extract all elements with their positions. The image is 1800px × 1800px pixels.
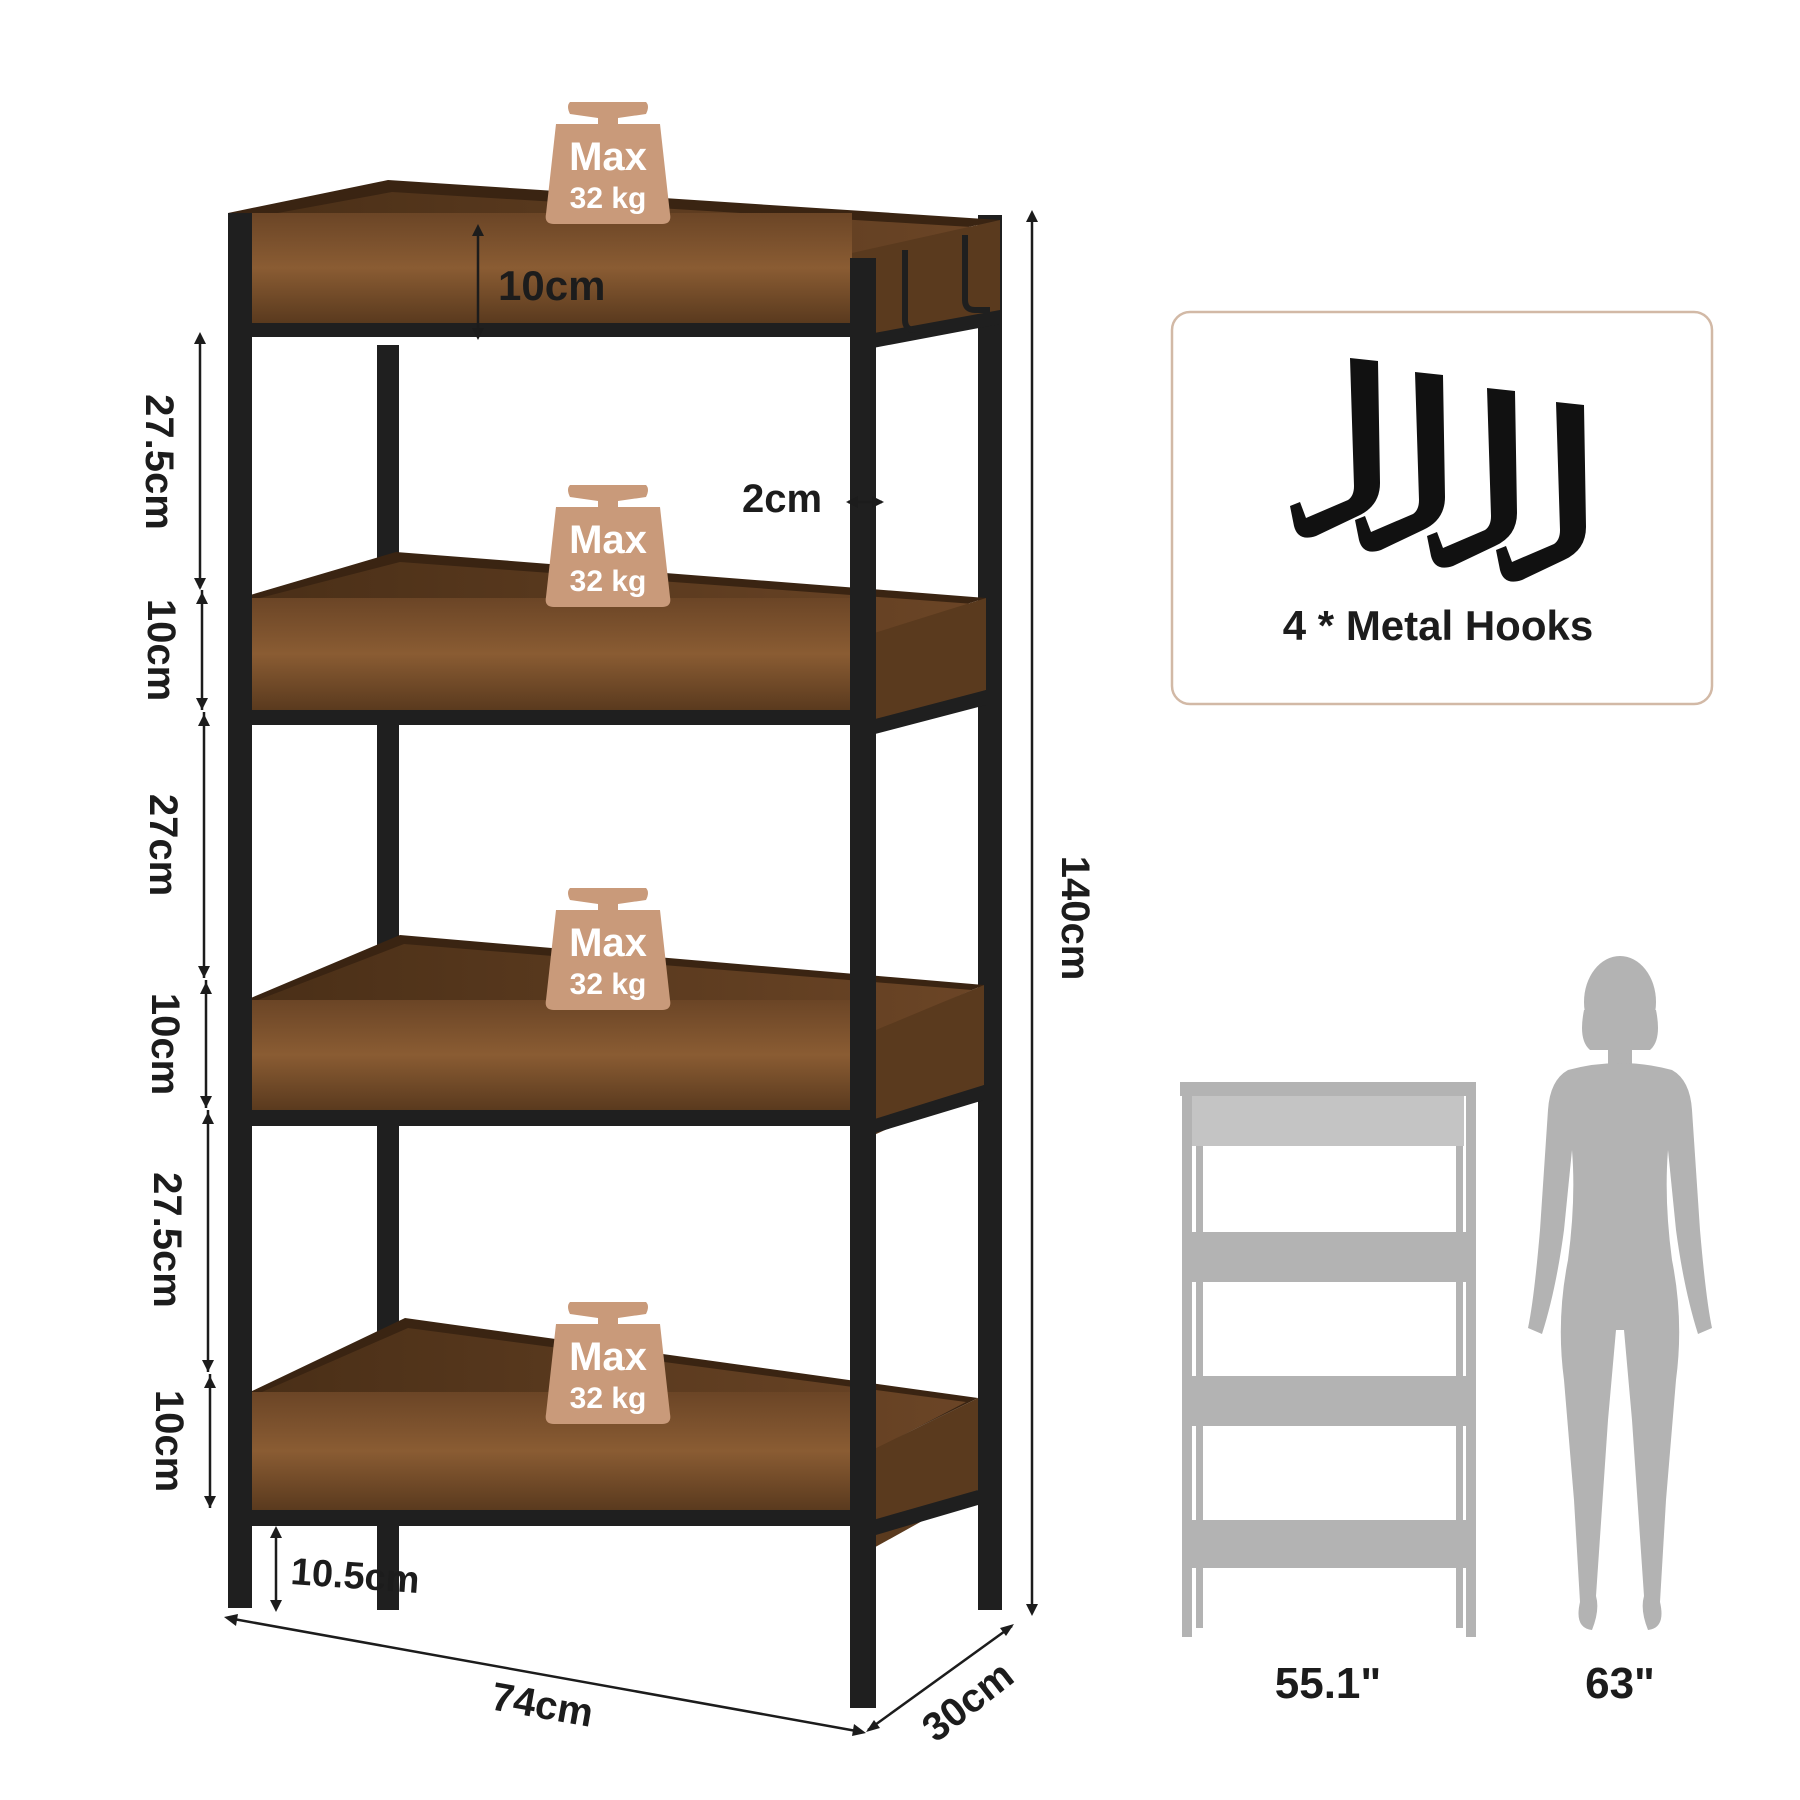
dimension-lines: [194, 210, 1038, 1736]
badge-max-label: Max: [569, 135, 647, 179]
metal-hook-icon: [1290, 358, 1380, 538]
person-silhouette: [1528, 956, 1712, 1630]
hooks-card: 4 * Metal Hooks: [1170, 310, 1714, 706]
dim-gap3-label: 27.5cm: [145, 1172, 189, 1308]
shelf-silhouette: [1180, 1082, 1476, 1637]
person-height-label: 63": [1585, 1659, 1655, 1708]
hooks-label: 4 * Metal Hooks: [1283, 602, 1593, 649]
dim-tube-label: 2cm: [742, 477, 822, 521]
dim-box-depth-label: 10cm: [498, 262, 605, 309]
dim-gap2-label: 27cm: [141, 794, 185, 896]
side-hook-icon: [962, 235, 990, 313]
dim-gap1-label: 27.5cm: [137, 394, 181, 530]
dim-depth-label: 30cm: [914, 1653, 1022, 1751]
height-comparison: 55.1" 63": [1180, 956, 1712, 1708]
badge-max-label: Max: [569, 921, 647, 965]
metal-hook-icon: [1355, 372, 1445, 552]
metal-hook-icon: [1427, 388, 1517, 568]
dim-leg-label: 10.5cm: [289, 1551, 421, 1602]
dim-box4-label: 10cm: [147, 1390, 191, 1492]
badge-max-label: Max: [569, 1335, 647, 1379]
badge-weight-label: 32 kg: [570, 565, 647, 598]
dim-width-label: 74cm: [488, 1675, 596, 1736]
badge-weight-label: 32 kg: [570, 182, 647, 215]
front-right-leg: [850, 258, 876, 1708]
badge-weight-label: 32 kg: [570, 968, 647, 1001]
metal-hook-icon: [1496, 402, 1586, 582]
hooks-row: [1290, 358, 1586, 582]
dim-height-label: 140cm: [1053, 856, 1097, 981]
shelf-top: [228, 180, 1000, 352]
badge-weight-label: 32 kg: [570, 1382, 647, 1415]
dim-box2-label: 10cm: [139, 599, 183, 701]
side-hook-icon: [902, 250, 930, 333]
dim-box3-label: 10cm: [143, 993, 187, 1095]
badge-max-label: Max: [569, 518, 647, 562]
back-right-leg: [978, 215, 1002, 1610]
front-left-leg: [228, 213, 252, 1608]
shelf-second: [240, 552, 986, 740]
shelf-height-label: 55.1": [1275, 1659, 1382, 1708]
